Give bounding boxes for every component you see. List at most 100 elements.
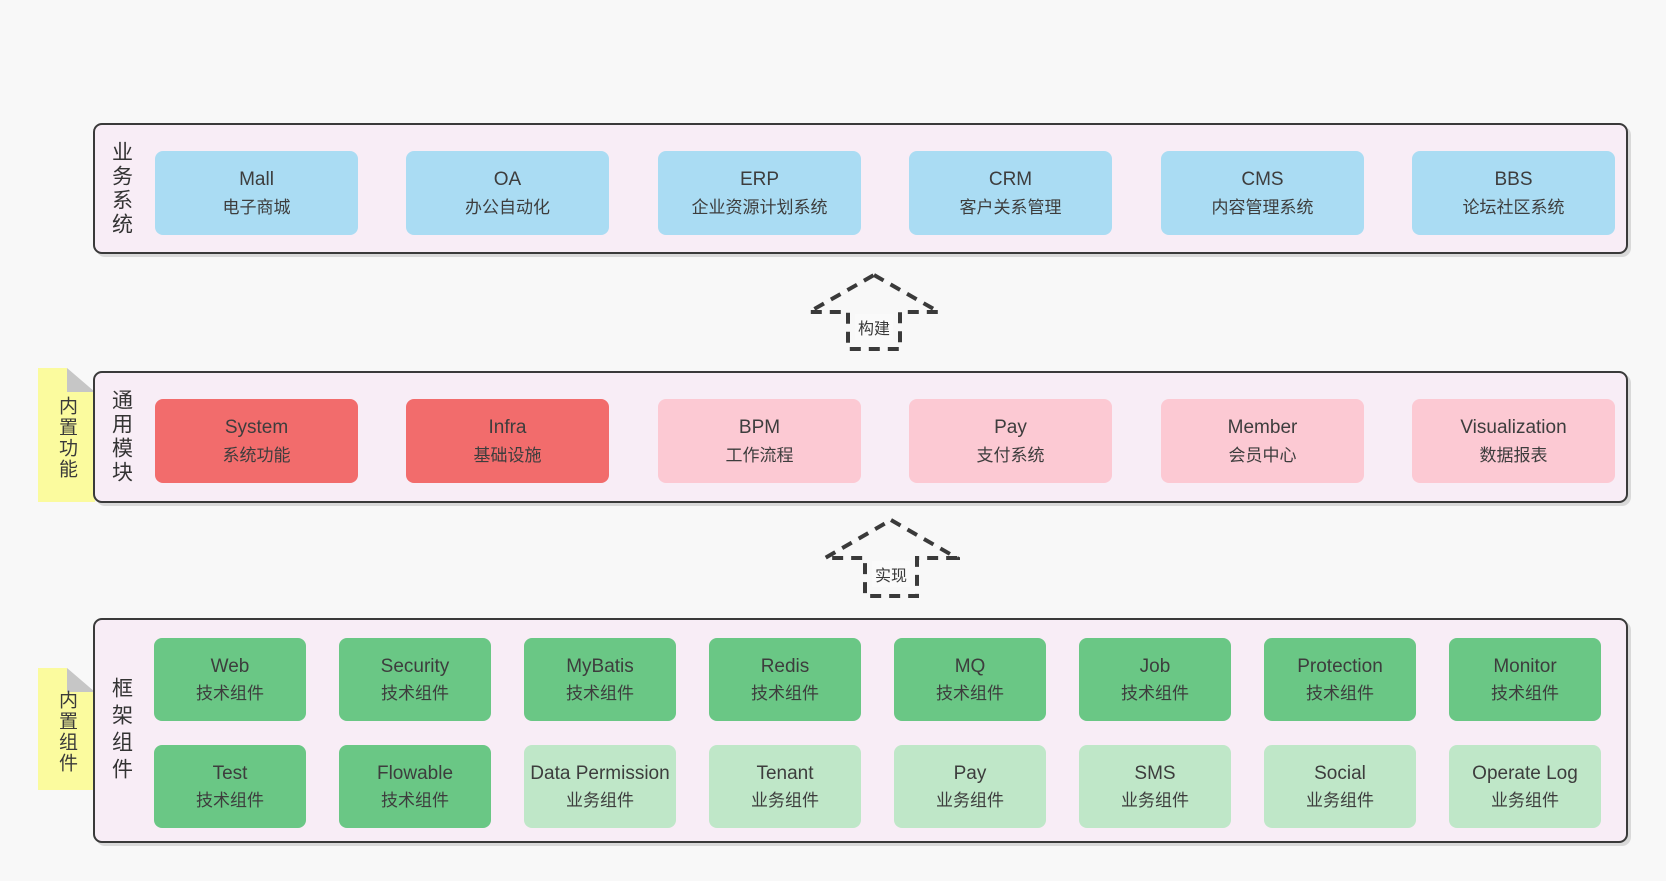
box-job: Job 技术组件 — [1079, 638, 1231, 721]
box-subtitle: 办公自动化 — [465, 197, 550, 217]
box-subtitle: 数据报表 — [1479, 445, 1548, 465]
box-subtitle: 技术组件 — [1306, 684, 1374, 704]
box-web: Web 技术组件 — [154, 638, 306, 721]
box-title: Pay — [953, 762, 987, 784]
box-title: Protection — [1297, 655, 1383, 677]
box-subtitle: 支付系统 — [976, 445, 1045, 465]
box-title: BBS — [1494, 169, 1533, 190]
box-subtitle: 论坛社区系统 — [1462, 197, 1565, 217]
box-subtitle: 会员中心 — [1228, 445, 1297, 465]
panel-label-business-systems: 业务系统 — [109, 140, 133, 237]
box-title: MyBatis — [566, 655, 634, 677]
box-subtitle: 业务组件 — [1306, 791, 1374, 811]
box-subtitle: 技术组件 — [936, 684, 1004, 704]
box-pay-component: Pay 业务组件 — [894, 745, 1046, 828]
box-pay-system: Pay 支付系统 — [909, 399, 1112, 483]
box-title: System — [224, 417, 289, 438]
panel-label-common-modules: 通用模块 — [109, 389, 133, 485]
box-tenant: Tenant 业务组件 — [709, 745, 861, 828]
box-mall: Mall 电子商城 — [155, 151, 358, 235]
dashed-up-arrow-icon — [806, 272, 942, 351]
box-subtitle: 客户关系管理 — [959, 197, 1062, 217]
implement-arrow-icon: 实现 — [822, 517, 960, 599]
build-arrow-label: 构建 — [854, 314, 894, 340]
box-subtitle: 工作流程 — [725, 445, 794, 465]
box-title: SMS — [1134, 762, 1176, 784]
box-subtitle: 业务组件 — [1121, 791, 1189, 811]
sticky-note-builtin-features: 内置功能 — [38, 368, 95, 502]
sticky-note-builtin-components: 内置组件 — [38, 668, 95, 790]
box-erp: ERP 企业资源计划系统 — [658, 151, 861, 235]
box-subtitle: 技术组件 — [381, 791, 449, 811]
box-title: Flowable — [376, 762, 454, 784]
box-subtitle: 业务组件 — [566, 791, 634, 811]
box-social: Social 业务组件 — [1264, 745, 1416, 828]
box-title: Security — [380, 655, 450, 677]
sticky-note-label: 内置功能 — [56, 396, 77, 480]
box-data-permission: Data Permission 业务组件 — [524, 745, 676, 828]
box-subtitle: 技术组件 — [1491, 684, 1559, 704]
box-title: Monitor — [1493, 655, 1557, 677]
box-bbs: BBS 论坛社区系统 — [1412, 151, 1615, 235]
box-title: OA — [493, 169, 522, 190]
box-operate-log: Operate Log 业务组件 — [1449, 745, 1601, 828]
box-subtitle: 技术组件 — [196, 791, 264, 811]
box-test: Test 技术组件 — [154, 745, 306, 828]
business-systems-panel: 业务系统 Mall 电子商城 OA 办公自动化 ERP 企业资源计划系统 CRM… — [93, 123, 1628, 254]
box-flowable: Flowable 技术组件 — [339, 745, 491, 828]
box-subtitle: 技术组件 — [381, 684, 449, 704]
box-infra: Infra 基础设施 — [406, 399, 609, 483]
box-title: Redis — [760, 655, 810, 677]
box-title: Visualization — [1460, 417, 1567, 438]
box-subtitle: 技术组件 — [751, 684, 819, 704]
box-subtitle: 业务组件 — [1491, 791, 1559, 811]
box-redis: Redis 技术组件 — [709, 638, 861, 721]
box-title: MQ — [954, 655, 986, 677]
box-title: ERP — [739, 169, 780, 190]
box-subtitle: 系统功能 — [222, 445, 291, 465]
box-title: Mall — [239, 169, 274, 190]
box-security: Security 技术组件 — [339, 638, 491, 721]
box-title: Member — [1227, 417, 1298, 438]
box-subtitle: 电子商城 — [222, 197, 291, 217]
box-subtitle: 技术组件 — [566, 684, 634, 704]
box-title: Data Permission — [530, 762, 670, 784]
box-mybatis: MyBatis 技术组件 — [524, 638, 676, 721]
dashed-up-arrow-icon — [822, 517, 960, 598]
box-member: Member 会员中心 — [1161, 399, 1364, 483]
box-visualization: Visualization 数据报表 — [1412, 399, 1615, 483]
box-subtitle: 业务组件 — [751, 791, 819, 811]
box-title: Job — [1139, 655, 1171, 677]
box-title: Web — [210, 655, 250, 677]
box-title: Infra — [488, 417, 527, 438]
box-title: CRM — [988, 169, 1033, 190]
box-title: BPM — [738, 417, 781, 438]
box-cms: CMS 内容管理系统 — [1161, 151, 1364, 235]
box-oa: OA 办公自动化 — [406, 151, 609, 235]
framework-components-panel: 框架组件 Web 技术组件 Security 技术组件 MyBatis 技术组件… — [93, 618, 1628, 843]
box-subtitle: 技术组件 — [196, 684, 264, 704]
implement-arrow-label: 实现 — [871, 561, 911, 587]
box-subtitle: 业务组件 — [936, 791, 1004, 811]
box-crm: CRM 客户关系管理 — [909, 151, 1112, 235]
common-modules-panel: 通用模块 System 系统功能 Infra 基础设施 BPM 工作流程 Pay… — [93, 371, 1628, 503]
box-subtitle: 技术组件 — [1121, 684, 1189, 704]
box-title: Test — [212, 762, 248, 784]
box-title: Social — [1314, 762, 1366, 784]
box-mq: MQ 技术组件 — [894, 638, 1046, 721]
box-sms: SMS 业务组件 — [1079, 745, 1231, 828]
box-system: System 系统功能 — [155, 399, 358, 483]
box-subtitle: 内容管理系统 — [1211, 197, 1314, 217]
box-title: Tenant — [756, 762, 814, 784]
sticky-note-label: 内置组件 — [56, 690, 77, 774]
build-arrow-icon: 构建 — [806, 272, 942, 352]
box-subtitle: 基础设施 — [473, 445, 542, 465]
box-subtitle: 企业资源计划系统 — [691, 197, 828, 217]
box-title: Pay — [994, 417, 1027, 438]
box-protection: Protection 技术组件 — [1264, 638, 1416, 721]
box-title: CMS — [1241, 169, 1284, 190]
panel-label-framework-components: 框架组件 — [109, 676, 133, 785]
box-bpm: BPM 工作流程 — [658, 399, 861, 483]
box-title: Operate Log — [1472, 762, 1578, 784]
